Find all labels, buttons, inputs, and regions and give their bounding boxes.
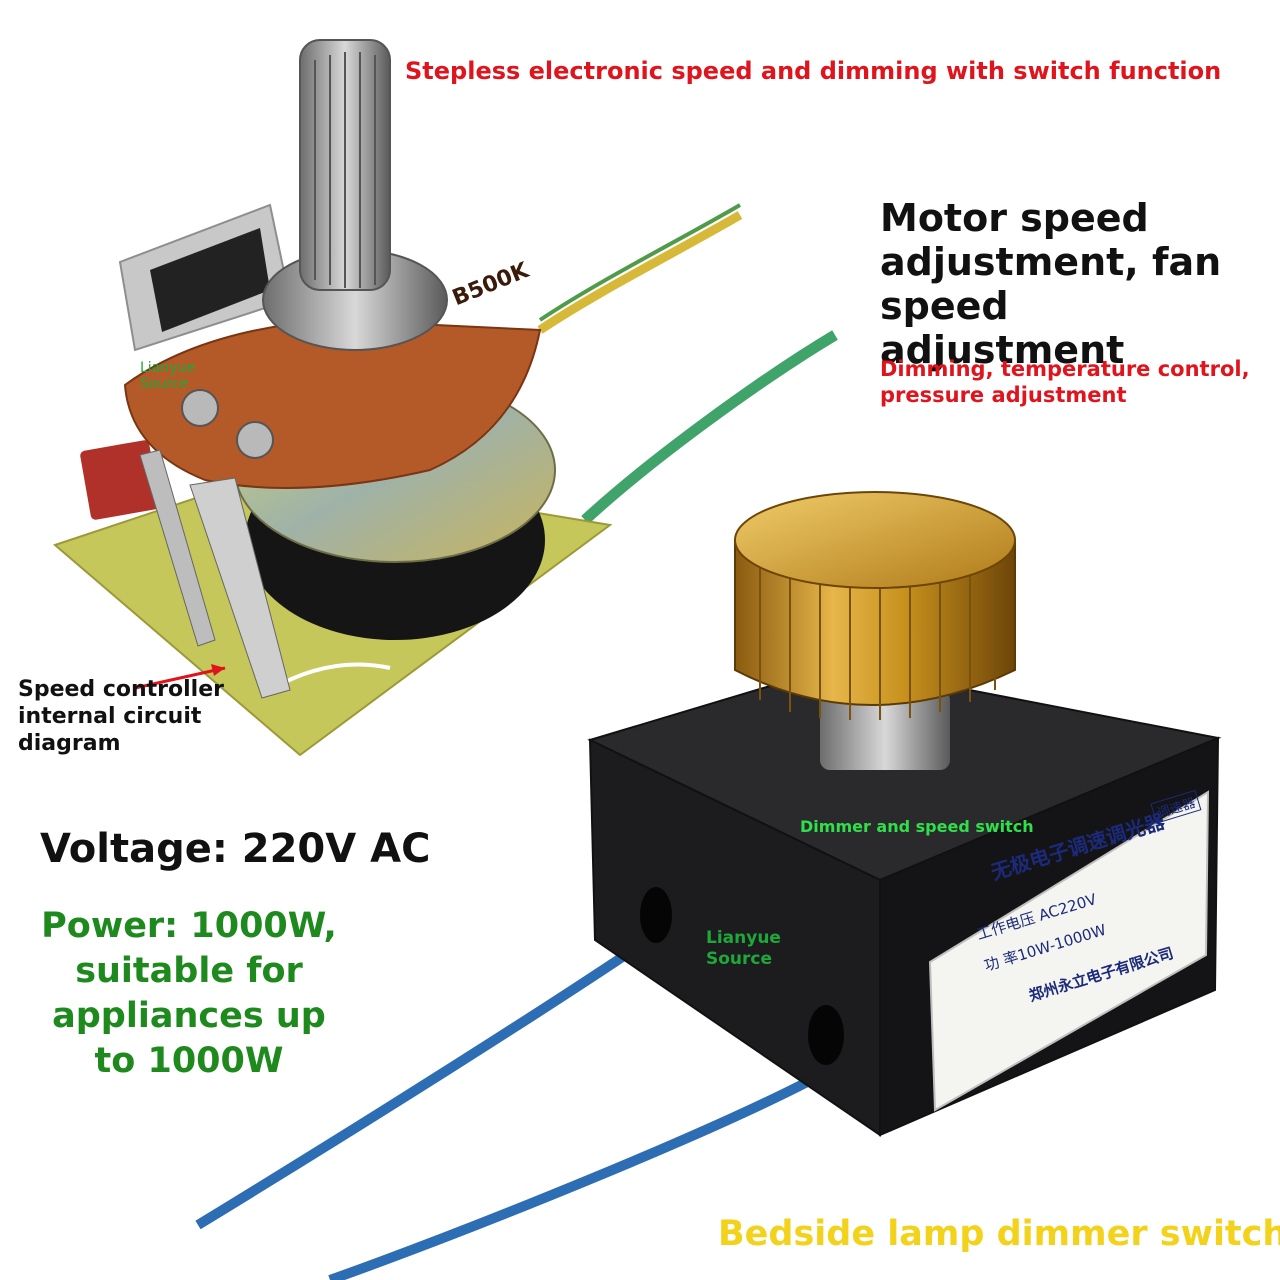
dimmer-box [587, 663, 1222, 1137]
voltage-spec: Voltage: 220V AC [40, 826, 431, 872]
power-spec: Power: 1000W, suitable for appliances up… [41, 906, 337, 1081]
box-label-plate [928, 790, 1210, 1112]
dimmer-label: Dimmer and speed switch [800, 817, 1034, 836]
circuit-caption: Speed controller internal circuit diagra… [18, 677, 224, 756]
feature-main: Motor speed adjustment, fan speed adjust… [880, 196, 1222, 372]
terminal-legs [139, 449, 291, 699]
bottom-caption: Bedside lamp dimmer switch [718, 1214, 1280, 1254]
watermark: Lianyue Source [140, 360, 195, 392]
gold-knob [734, 491, 1016, 770]
box-wires [195, 930, 833, 1280]
feature-sub: Dimming, temperature control, pressure a… [880, 357, 1250, 407]
capacitor [80, 440, 160, 520]
box-label-tag: 调速器 [1150, 789, 1202, 824]
headline: Stepless electronic speed and dimming wi… [405, 57, 1222, 85]
module-wires [537, 203, 838, 525]
potentiometer-marking: B500K [449, 258, 533, 311]
watermark: Lianyue Source [706, 928, 781, 969]
red-arrow-icon [134, 666, 226, 690]
